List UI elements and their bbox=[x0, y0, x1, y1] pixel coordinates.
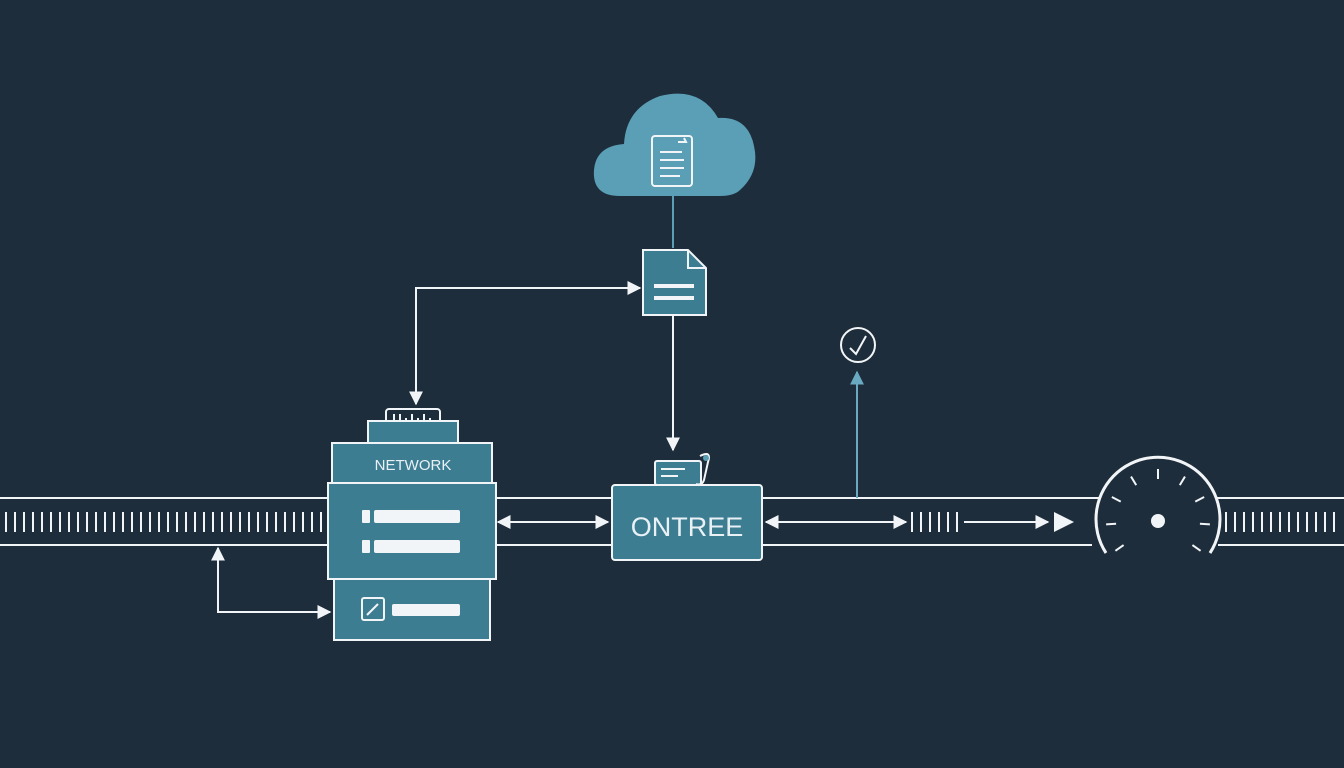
gauge-tick bbox=[1106, 522, 1117, 526]
tick-strip-middle bbox=[911, 512, 958, 532]
connectors bbox=[211, 196, 1050, 619]
edit-icon bbox=[361, 597, 385, 621]
gauge-tick bbox=[1194, 496, 1205, 503]
ontree-tag-icon bbox=[654, 453, 710, 486]
gauge-tick bbox=[1178, 476, 1186, 486]
doc-network-arrow bbox=[409, 281, 642, 406]
ontree-node[interactable]: ONTREE bbox=[611, 453, 763, 561]
gauge-tick bbox=[1199, 522, 1210, 526]
pipeline-rails bbox=[0, 497, 1344, 546]
feedback-arrow bbox=[211, 546, 332, 619]
network-label: NETWORK bbox=[375, 457, 452, 474]
tick-strip-right bbox=[1225, 512, 1335, 532]
document-icon bbox=[642, 249, 707, 316]
tick-strip-left bbox=[5, 512, 322, 532]
check-circle-icon bbox=[840, 327, 876, 363]
network-list-icon bbox=[362, 510, 460, 553]
gauge-tick bbox=[1111, 496, 1122, 503]
cloud-document-icon bbox=[651, 135, 693, 187]
network-node[interactable]: NETWORK bbox=[327, 408, 497, 641]
gauge-icon bbox=[1094, 455, 1222, 554]
cloud-icon bbox=[593, 93, 756, 196]
gauge-tick bbox=[1130, 476, 1138, 486]
ontree-label: ONTREE bbox=[631, 512, 744, 542]
gauge-tick bbox=[1191, 544, 1202, 552]
play-triangle-icon bbox=[1054, 512, 1074, 532]
gauge-tick bbox=[1114, 544, 1125, 552]
